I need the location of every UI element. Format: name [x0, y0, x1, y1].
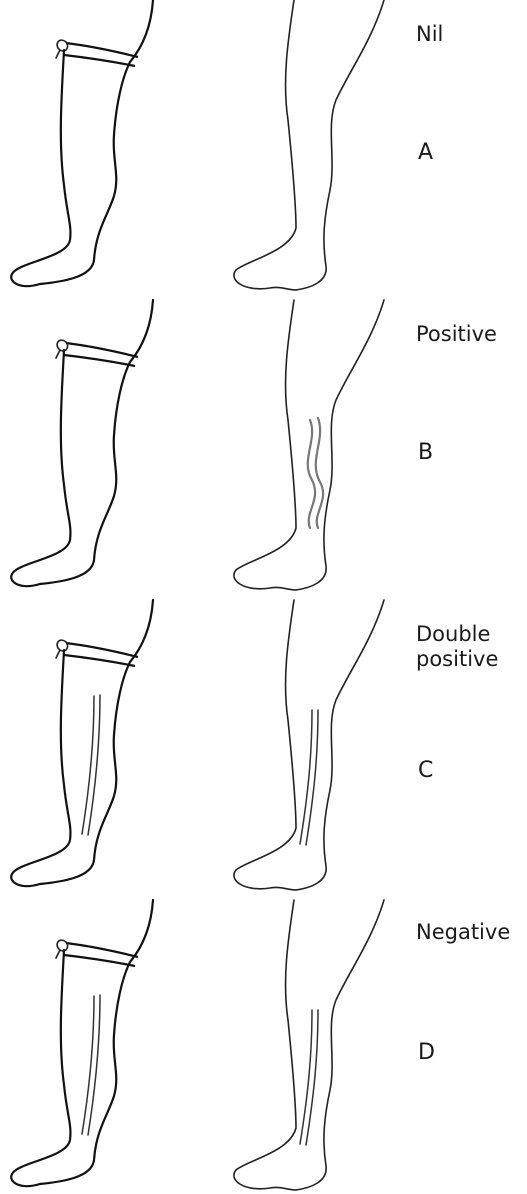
left-leg-with-tourniquet: [11, 600, 153, 886]
result-label-double-positive: Double positive: [416, 622, 498, 672]
left-leg-with-tourniquet: [11, 900, 153, 1186]
vein-line-icon: [300, 1010, 312, 1144]
right-leg: [234, 0, 384, 290]
panel-letter-b: B: [418, 440, 433, 465]
varicose-vein-icon: [308, 420, 315, 528]
right-leg: [234, 300, 384, 590]
panel-letter-c: C: [418, 758, 433, 783]
right-leg: [234, 900, 384, 1190]
result-label-positive: Positive: [416, 322, 497, 347]
panel-c-legs: [11, 600, 384, 890]
panel-letter-d: D: [418, 1040, 435, 1065]
vein-line-icon: [82, 996, 94, 1134]
right-leg: [234, 600, 384, 890]
panel-a-legs: [11, 0, 384, 290]
panel-d-legs: [11, 900, 384, 1190]
left-leg-with-tourniquet: [11, 0, 153, 286]
varicose-vein-icon: [316, 418, 323, 528]
panel-letter-a: A: [418, 140, 433, 165]
vein-line-icon: [82, 696, 94, 834]
result-label-negative: Negative: [416, 920, 510, 945]
result-label-nil: Nil: [416, 22, 443, 47]
vein-line-icon: [300, 710, 312, 844]
panel-b-legs: [11, 300, 384, 590]
left-leg-with-tourniquet: [11, 300, 153, 586]
